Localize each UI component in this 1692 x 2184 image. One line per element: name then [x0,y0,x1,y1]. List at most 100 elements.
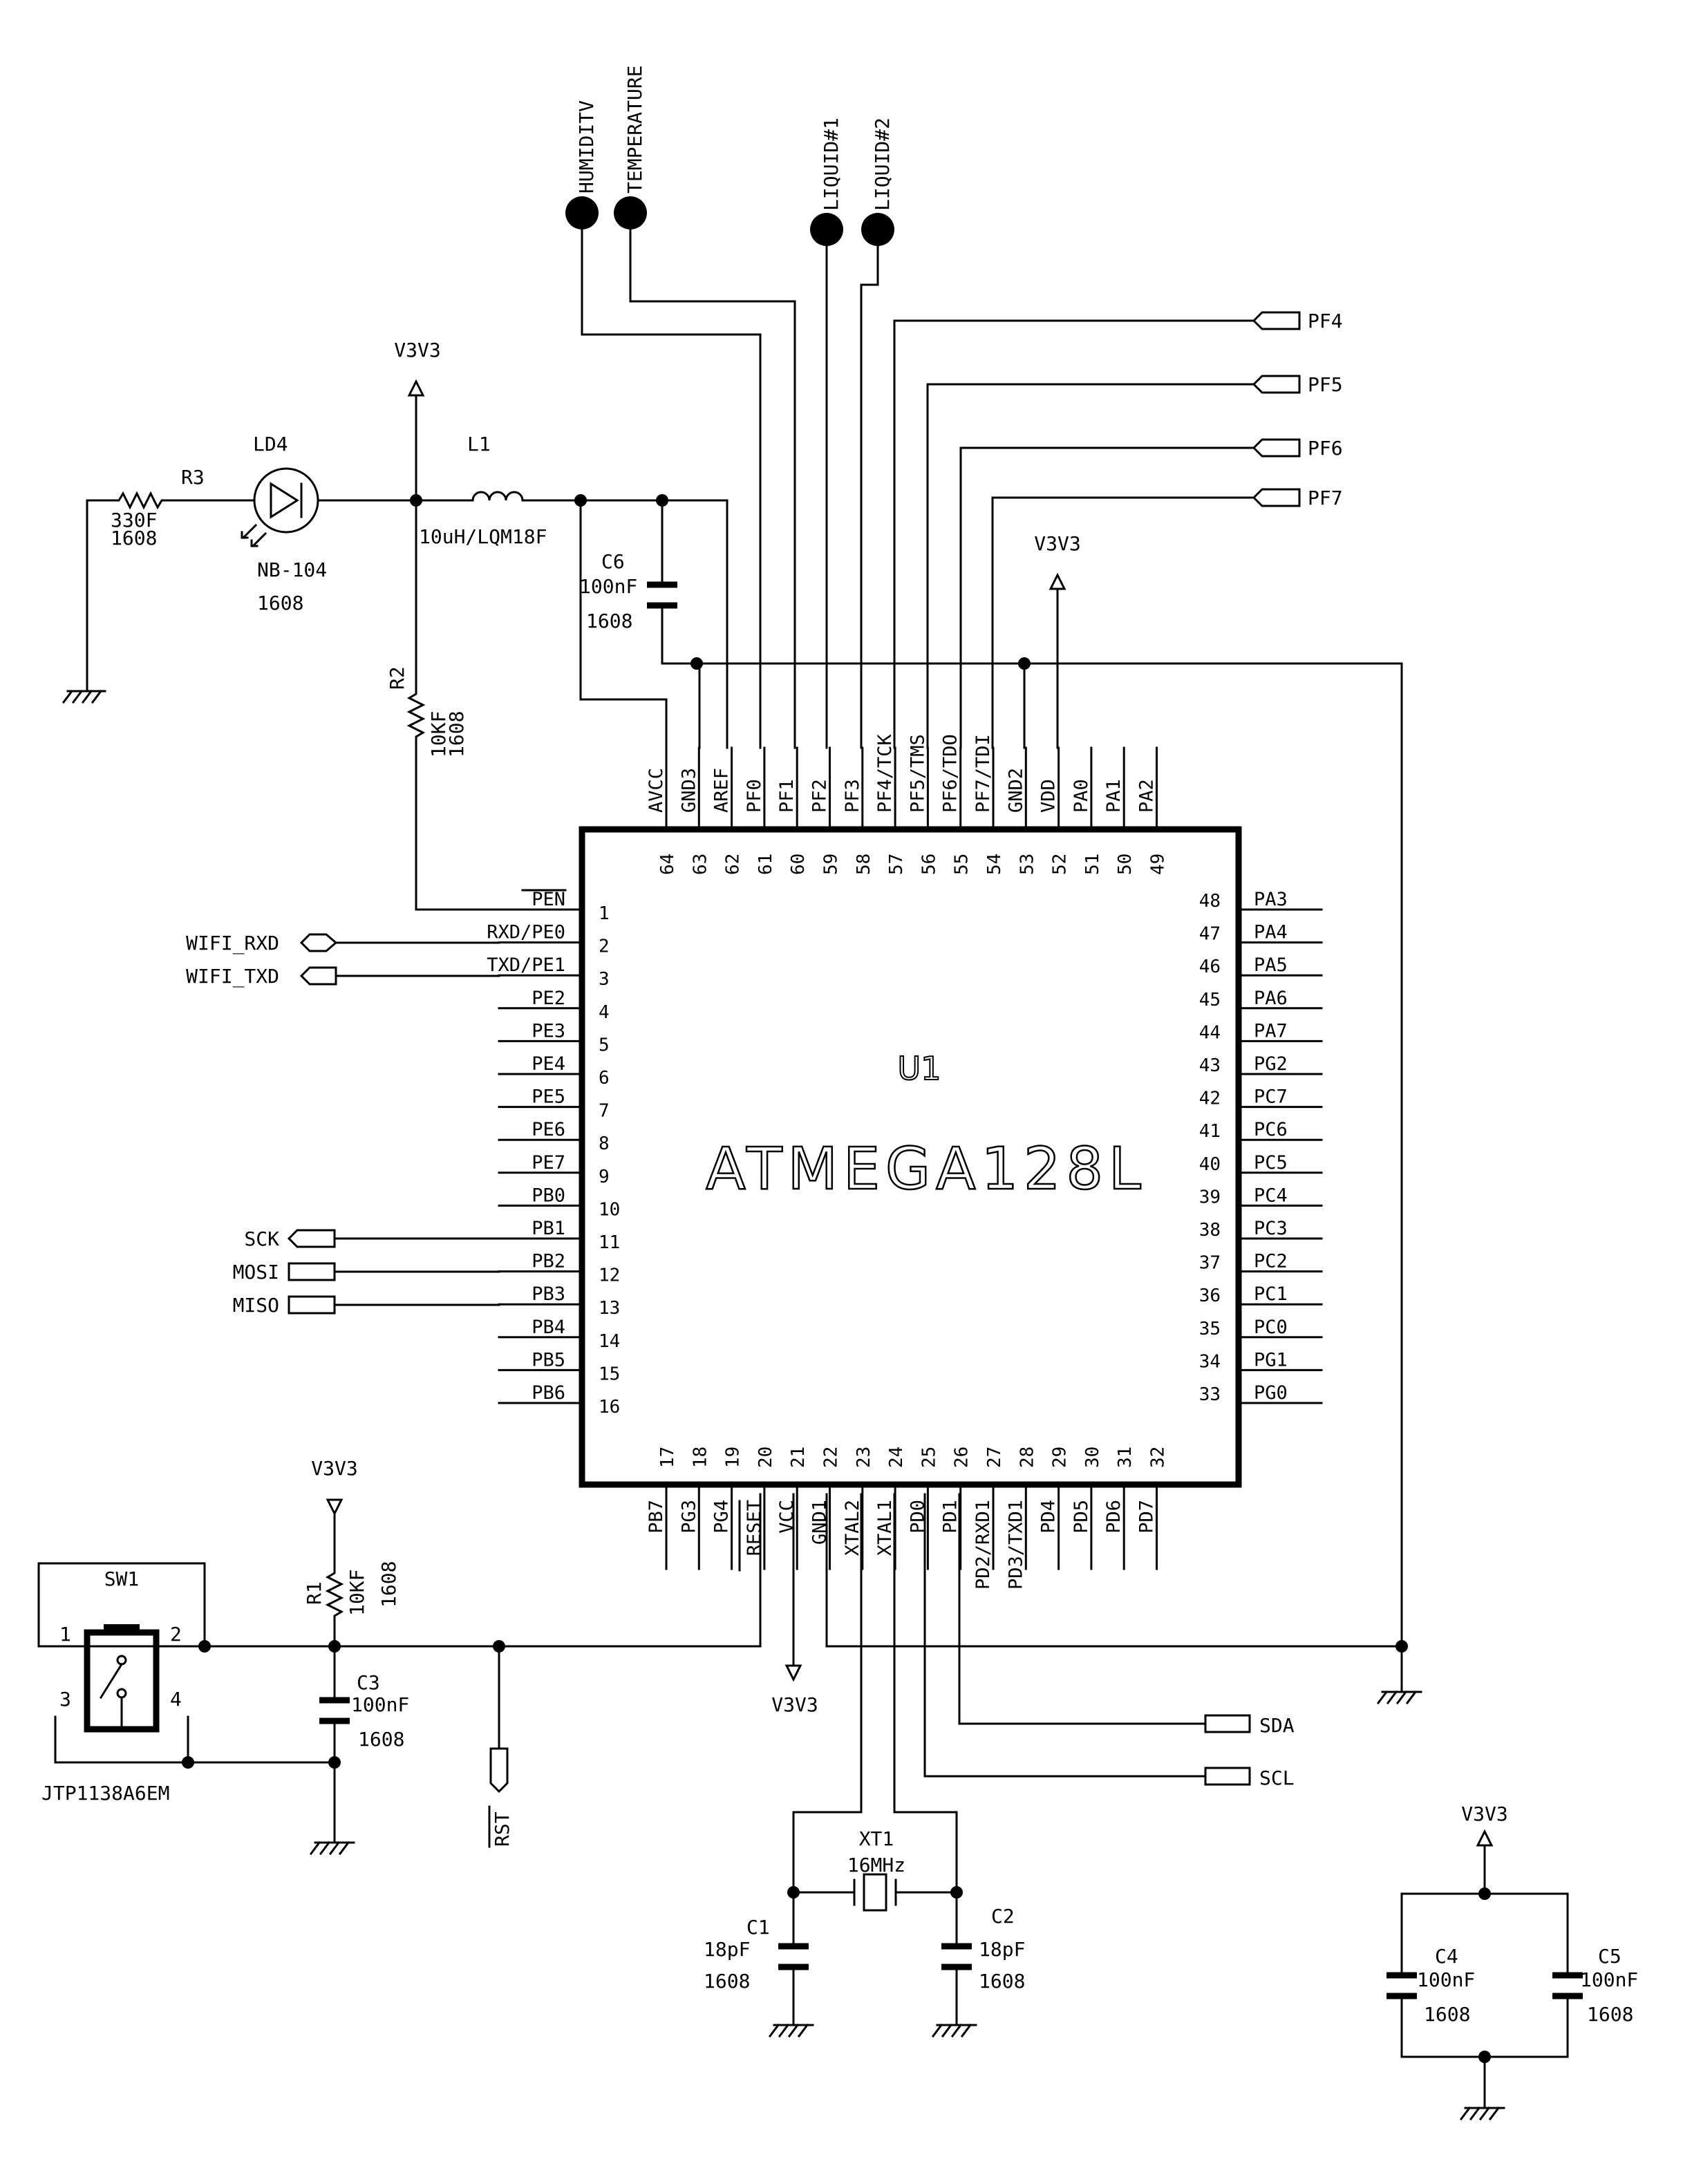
right-pin-43-number: 43 [1199,1055,1221,1076]
liquid2-connector-dot [861,213,894,246]
left-pin-11-number: 11 [599,1232,620,1253]
bottom-pin-29-name: PD4 [1038,1500,1060,1534]
ld4-value: NB-104 [257,558,327,581]
pf4-port-label: PF4 [1308,310,1343,332]
left-pin-1-name: PEN [532,889,565,910]
top-pin-52-name: VDD [1038,779,1060,813]
top-pin-57-number: 57 [886,854,907,875]
c5-pkg: 1608 [1587,2003,1633,2026]
top-pin-57-name: PF4/TCK [874,733,896,813]
bottom-pin-24-name: XTAL1 [874,1500,896,1556]
bottom-pin-20-number: 20 [755,1447,776,1468]
c3-pkg: 1608 [358,1728,404,1751]
bottom-pin-25-number: 25 [919,1447,939,1468]
scl-port-flag [1204,1767,1251,1786]
c4-value: 100nF [1417,1968,1475,1991]
pf5-port-flag [1252,375,1301,394]
sw1-pin-4: 4 [170,1688,182,1711]
sw1-pin-1: 1 [59,1623,71,1646]
u1-top-pins: AVCC64GND363AREF62PF061PF160PF259PF358PF… [646,733,1169,875]
right-pin-48-number: 48 [1199,891,1221,912]
left-pin-16-number: 16 [599,1397,620,1418]
bottom-pin-27-name: PD2/RXD1 [972,1500,994,1590]
top-pin-61-number: 61 [755,854,776,875]
right-pin-42-name: PC7 [1254,1086,1288,1108]
bottom-pin-20-name: RESET [744,1500,765,1556]
scl-wire [923,1493,1207,1778]
c1-pkg: 1608 [704,1970,750,1993]
reset-wire [203,1493,762,1648]
bottom-pin-31-number: 31 [1115,1447,1136,1468]
left-pin-12-number: 12 [599,1265,620,1286]
bottom-pin-28-name: PD3/TXD1 [1005,1500,1026,1590]
ld4-pkg: 1608 [257,592,303,614]
c1-capacitor [778,1943,809,1970]
miso-port-flag [288,1295,336,1315]
left-pin-15-number: 15 [599,1364,620,1384]
ld4-emission-arrows-icon [241,523,267,548]
left-pin-8-number: 8 [599,1133,610,1154]
power-input-section: V3V3 R3 330F 1608 LD4 NB-104 1608 L1 10u… [62,339,1403,1693]
pf7-port-flag [1252,488,1301,507]
ld4-ref: LD4 [253,433,288,455]
ground-symbol-main [1376,1690,1422,1705]
left-pin-13-number: 13 [599,1298,620,1319]
left-ports: WIFI_RXD WIFI_TXD SCK MOSI MISO [186,932,500,1317]
top-pin-53-number: 53 [1017,854,1037,875]
sw1-contact-top [116,1655,127,1666]
right-pin-47-name: PA4 [1254,922,1288,943]
top-pin-55-name: PF6/TDO [940,734,961,813]
bottom-pin-17-number: 17 [657,1447,678,1468]
left-pin-1-number: 1 [599,903,610,924]
bottom-pin-27-number: 27 [984,1447,1005,1468]
top-pin-60-name: PF1 [776,779,798,813]
mosi-label: MOSI [233,1261,279,1283]
left-pin-6-name: PE4 [532,1053,565,1075]
sw1-pin-3: 3 [59,1688,71,1711]
sck-label: SCK [244,1227,279,1250]
left-pin-8-name: PE6 [532,1119,565,1140]
left-pin-9-number: 9 [599,1167,610,1187]
top-pin-58-name: PF3 [842,779,863,813]
top-pin-63-number: 63 [690,854,711,875]
junction-decoupling-top [1478,1888,1491,1900]
left-pin-2-number: 2 [599,936,610,957]
r2-resistor [406,499,583,911]
bottom-pin-23-number: 23 [854,1447,874,1468]
v3v3-arrow-vcc [784,1664,802,1682]
left-pin-10-name: PB0 [532,1185,565,1206]
bottom-pin-21-number: 21 [788,1447,809,1468]
r2-value: 10KF [427,711,450,757]
c6-pkg: 1608 [586,610,632,632]
v3v3-arrow-top-left [407,379,425,397]
pf7-port-label: PF7 [1308,487,1343,509]
r3-pkg: 1608 [111,527,157,549]
ground-symbol-r3 [62,689,106,704]
xtal1-wire [893,1493,958,1894]
right-pin-48-name: PA3 [1254,889,1288,910]
bottom-pin-24-number: 24 [886,1447,907,1468]
l1-inductor [415,491,582,502]
right-pin-39-name: PC4 [1254,1185,1288,1206]
c6-capacitor [647,581,677,609]
bottom-pin-18-name: PG3 [678,1500,699,1534]
bottom-pin-17-name: PB7 [646,1500,667,1534]
right-pin-47-number: 47 [1199,924,1221,945]
liquid1-label: LIQUID#1 [820,117,843,211]
right-pin-36-number: 36 [1199,1286,1221,1306]
left-pin-14-number: 14 [599,1331,620,1352]
v3v3-label-5: V3V3 [1461,1802,1507,1825]
pf-ports: PF4 PF5 PF6 PF7 [893,310,1343,749]
liquid2-label: LIQUID#2 [871,117,894,211]
top-pin-50-number: 50 [1115,854,1136,875]
pf7-wire [991,496,1255,749]
xt1-leads [792,1879,958,1906]
right-pin-43-name: PG2 [1254,1053,1288,1075]
r3-ref: R3 [181,466,205,489]
r1-value: 10KF [346,1570,368,1616]
c2-value: 18pF [979,1938,1025,1961]
scl-label: SCL [1259,1767,1295,1789]
right-pin-40-number: 40 [1199,1154,1221,1175]
liquid1-connector-dot [810,213,843,246]
